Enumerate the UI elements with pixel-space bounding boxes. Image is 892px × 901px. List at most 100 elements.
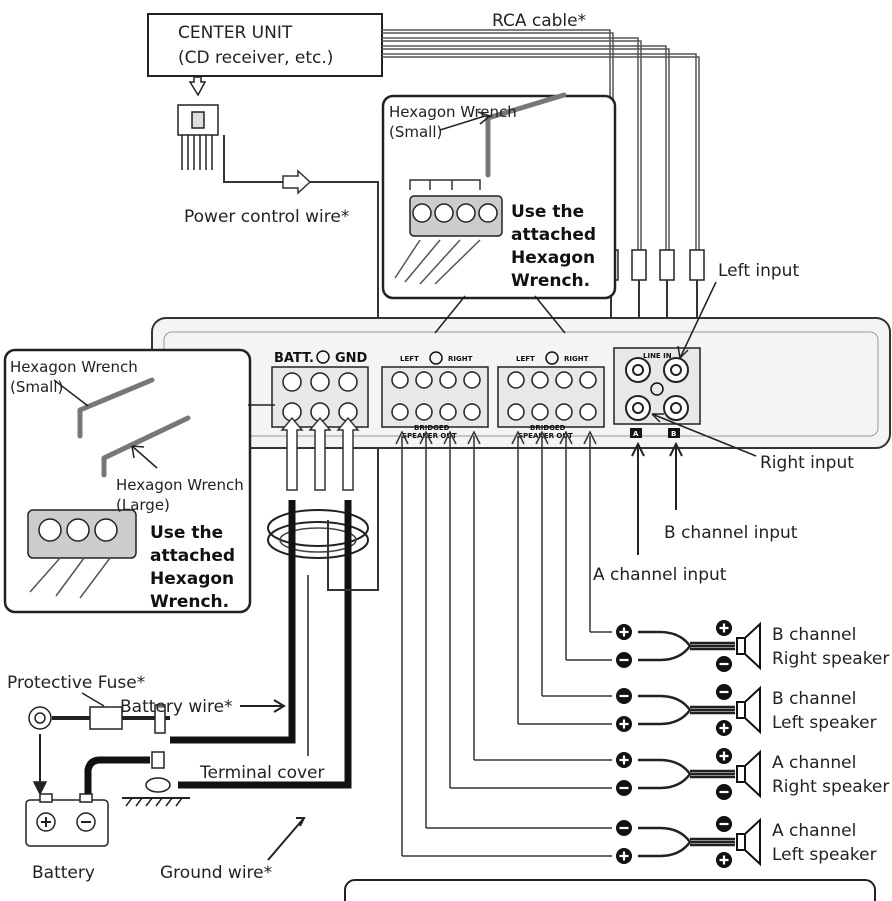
gnd-label: GND xyxy=(335,351,368,366)
center-unit-title: CENTER UNIT xyxy=(178,23,293,43)
speaker-icon xyxy=(736,817,761,867)
center-unit-subtitle: (CD receiver, etc.) xyxy=(178,48,333,68)
right-input-label: Right input xyxy=(760,453,854,473)
block-a-right-tag: RIGHT xyxy=(448,355,473,363)
speaker-cable xyxy=(638,758,735,790)
speaker-icon xyxy=(736,749,761,799)
block-a-bridged-tag: BRIDGED xyxy=(414,424,450,432)
rca-plugs xyxy=(603,249,705,281)
inset-left-small-wrench-1: Hexagon Wrench xyxy=(10,358,138,376)
power-control-wire-label: Power control wire* xyxy=(184,207,349,227)
speaker-terminal-block-a xyxy=(381,366,489,428)
inset-top-use-4: Wrench. xyxy=(511,271,590,291)
inset-left-large-wrench-1: Hexagon Wrench xyxy=(116,476,244,494)
battery-wire-loop xyxy=(327,520,362,591)
power-wire-arrows xyxy=(280,416,360,491)
inset-top-use-2: attached xyxy=(511,225,596,245)
speaker-channel-label: B channel xyxy=(772,689,856,709)
power-control-wire xyxy=(223,135,379,591)
speaker-channel-label: B channel xyxy=(772,625,856,645)
line-in-tag: LINE IN xyxy=(643,352,672,360)
chassis-ground-icon xyxy=(122,751,190,807)
terminal-positive-icon xyxy=(616,752,632,768)
b-tag: B xyxy=(671,430,676,438)
batt-gnd-symbol-icon xyxy=(316,350,330,364)
block-b-speaker-out-tag: SPEAKER OUT xyxy=(518,432,573,440)
battery-wire-label: Battery wire* xyxy=(120,697,233,717)
a-tag: A xyxy=(633,430,639,438)
inset-power-wrench xyxy=(3,348,275,614)
inset-top-wrench-label-1: Hexagon Wrench xyxy=(389,103,517,121)
ground-wire-pointer xyxy=(267,817,306,861)
speaker-position-label: Left speaker xyxy=(772,845,877,865)
battery-icon xyxy=(25,734,109,847)
speaker-positive-icon xyxy=(716,748,732,764)
inset-left-use-2: attached xyxy=(150,546,235,566)
battery-label: Battery xyxy=(32,863,95,883)
terminal-negative-icon xyxy=(616,652,632,668)
speaker-cable xyxy=(638,694,735,726)
terminal-negative-icon xyxy=(616,820,632,836)
center-unit-box xyxy=(147,13,383,77)
inset-top-use-3: Hexagon xyxy=(511,248,595,268)
block-b-left-tag: LEFT xyxy=(516,355,535,363)
speaker-cable xyxy=(638,630,735,662)
ground-wire-label: Ground wire* xyxy=(160,863,272,883)
a-channel-input-label: A channel input xyxy=(593,565,727,585)
battery-ground-lead xyxy=(84,756,150,798)
inset-top-use-1: Use the xyxy=(511,202,584,222)
block-b-right-tag: RIGHT xyxy=(564,355,589,363)
block-b-bridged-tag: BRIDGED xyxy=(530,424,566,432)
speaker-cable xyxy=(638,826,735,858)
ground-wire-path xyxy=(178,500,352,789)
power-arrow-icon xyxy=(282,169,312,195)
speaker-channel-label: A channel xyxy=(772,753,856,773)
speaker-channel-label: A channel xyxy=(772,821,856,841)
note-box xyxy=(344,879,876,901)
speaker-icon xyxy=(736,685,761,735)
inset-left-use-4: Wrench. xyxy=(150,592,229,612)
speaker-negative-icon xyxy=(716,816,732,832)
fuse-pointer xyxy=(81,692,105,707)
terminal-cover-label: Terminal cover xyxy=(199,763,325,783)
speaker-wire-runs xyxy=(402,631,612,857)
speaker-icon xyxy=(736,621,761,671)
battery-wire-arrow-icon xyxy=(240,699,286,713)
speaker-positive-icon xyxy=(716,720,732,736)
terminal-negative-icon xyxy=(616,688,632,704)
inset-top-wrench-label-2: (Small) xyxy=(389,123,442,141)
a-channel-input-pointer xyxy=(631,441,645,555)
speaker-wire-arrows xyxy=(395,430,597,856)
inset-left-use-1: Use the xyxy=(150,523,223,543)
right-input-pointer xyxy=(651,413,757,457)
battery-wire xyxy=(170,500,296,744)
block-a-symbol-icon xyxy=(429,351,443,365)
terminal-cover xyxy=(267,509,369,559)
power-connector xyxy=(177,76,219,170)
left-input-pointer xyxy=(677,281,717,359)
terminal-positive-icon xyxy=(616,716,632,732)
block-a-speaker-out-tag: SPEAKER OUT xyxy=(402,432,457,440)
speaker-negative-icon xyxy=(716,784,732,800)
protective-fuse-label: Protective Fuse* xyxy=(7,673,145,693)
rca-input-jacks xyxy=(613,347,701,438)
block-b-symbol-icon xyxy=(545,351,559,365)
speaker-position-label: Right speaker xyxy=(772,777,889,797)
b-channel-input-label: B channel input xyxy=(664,523,798,543)
batt-label: BATT. xyxy=(274,351,314,366)
speaker-positive-icon xyxy=(716,852,732,868)
terminal-negative-icon xyxy=(616,780,632,796)
speaker-negative-icon xyxy=(716,684,732,700)
speaker-negative-icon xyxy=(716,656,732,672)
block-a-left-tag: LEFT xyxy=(400,355,419,363)
speaker-terminal-block-b xyxy=(497,366,605,428)
rca-cable-label: RCA cable* xyxy=(492,11,586,31)
inset-speaker-wrench xyxy=(381,92,617,334)
speaker-positive-icon xyxy=(716,620,732,636)
